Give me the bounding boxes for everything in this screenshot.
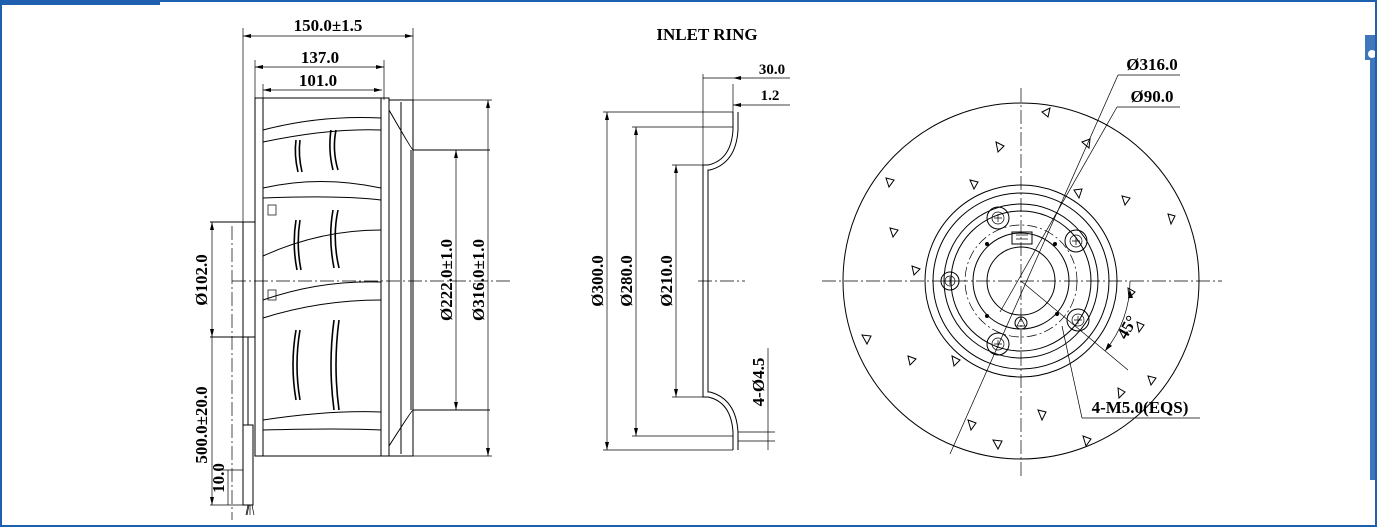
frame-corner-right-deco (1365, 35, 1376, 480)
dim-ring-depth: 30.0 (759, 62, 785, 78)
dim-ring-mid: Ø280.0 (617, 255, 636, 306)
dim-impeller-width: 101.0 (299, 71, 337, 90)
blade-markers (861, 107, 1176, 451)
dim-body-width: 137.0 (301, 48, 339, 67)
inlet-ring-view: INLET RING 30.0 1.2 Ø300.0 Ø280.0 (588, 25, 790, 451)
dim-outer-diameter: Ø316.0±1.0 (469, 239, 488, 321)
dim-overall-width: 150.0±1.5 (294, 16, 363, 35)
front-view: Ø316.0 Ø90.0 45° 4-M5.0(EQS) (822, 55, 1222, 476)
dim-cable-length: 500.0±20.0 (192, 386, 211, 463)
dim-front-threads: 4-M5.0(EQS) (1092, 398, 1189, 417)
side-view: 150.0±1.5 137.0 101.0 (192, 16, 510, 520)
dim-ring-holes: 4-Ø4.5 (749, 358, 768, 407)
dim-front-bolt-circle: Ø90.0 (1131, 87, 1174, 106)
dim-ring-throat: Ø210.0 (657, 255, 676, 306)
dim-front-outer: Ø316.0 (1126, 55, 1177, 74)
dim-ring-thickness: 1.2 (761, 88, 780, 104)
dim-front-angle: 45° (1113, 312, 1141, 342)
frame-corner-tab-left (0, 0, 160, 5)
dim-ring-flange: Ø300.0 (588, 255, 607, 306)
dim-hub-diameter: Ø102.0 (192, 254, 211, 305)
inlet-ring-title: INLET RING (656, 25, 757, 44)
screw-bosses (940, 206, 1090, 356)
dim-strip-length: 10.0 (209, 463, 228, 493)
dim-inner-diameter: Ø222.0±1.0 (437, 239, 456, 321)
